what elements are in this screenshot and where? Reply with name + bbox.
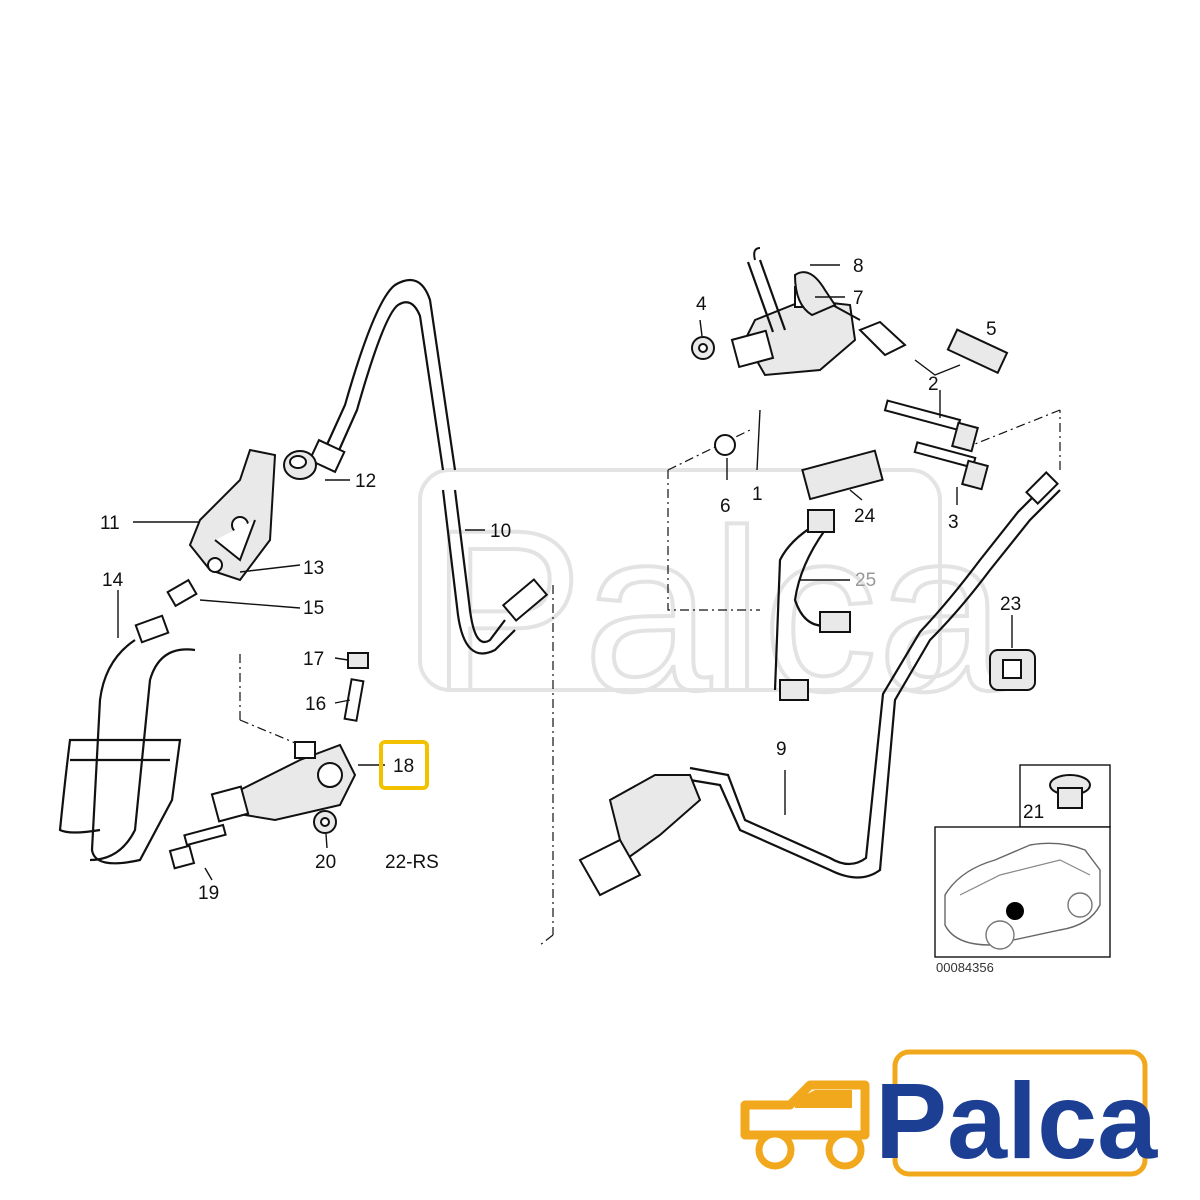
wiring-harness [773, 509, 851, 701]
label-16: 16 [305, 694, 326, 715]
leader-lines [117, 264, 1013, 881]
bleed-screw [343, 652, 369, 722]
highlight-box [379, 740, 429, 790]
part-labels: 4 8 7 5 2 3 1 6 24 25 23 9 10 12 11 13 1… [100, 256, 1021, 904]
clutch-switch [801, 449, 884, 501]
label-5: 5 [986, 319, 997, 340]
truck-icon [740, 1080, 870, 1170]
location-inset: 21 00084356 [934, 764, 1111, 975]
clevis-pin [858, 320, 1009, 375]
label-7: 7 [853, 288, 864, 309]
label-20: 20 [315, 852, 336, 873]
bolt [168, 823, 227, 870]
reservoir-cap [793, 271, 837, 317]
rubber-mount [989, 649, 1036, 691]
label-3: 3 [948, 512, 959, 533]
label-13: 13 [303, 558, 324, 579]
label-21: 21 [1023, 802, 1044, 823]
slave-cylinder [210, 741, 357, 823]
label-4: 4 [696, 294, 707, 315]
nut [313, 810, 337, 834]
hex-bolts [883, 399, 989, 491]
palca-logo: Palca [740, 1049, 1158, 1181]
master-cylinder [730, 247, 861, 377]
clutch-pipe-loop [58, 639, 196, 865]
label-6: 6 [720, 496, 731, 517]
clutch-pipe [689, 471, 1061, 879]
label-22-rs: 22-RS [385, 852, 439, 873]
label-15: 15 [303, 598, 324, 619]
label-24: 24 [854, 506, 876, 527]
hose-bracket [188, 448, 277, 582]
label-25: 25 [855, 570, 876, 591]
car-location-icon [944, 842, 1101, 950]
label-9: 9 [776, 739, 787, 760]
label-1: 1 [752, 484, 763, 505]
label-12: 12 [355, 471, 376, 492]
label-11: 11 [100, 513, 120, 534]
label-18: 18 [393, 756, 414, 777]
plug-icon [1049, 774, 1091, 809]
label-17: 17 [303, 649, 324, 670]
hose-boot [578, 774, 702, 897]
label-10: 10 [490, 521, 511, 542]
diagram-id: 00084356 [936, 960, 994, 975]
label-23: 23 [1000, 594, 1021, 615]
reference-lines [239, 409, 1061, 946]
brand-name: Palca [875, 1060, 1158, 1181]
o-ring [714, 434, 736, 456]
label-19: 19 [198, 883, 219, 904]
label-14: 14 [102, 570, 124, 591]
clutch-hose [308, 278, 549, 655]
grommet [283, 450, 317, 480]
label-2: 2 [928, 374, 939, 395]
label-8: 8 [853, 256, 864, 277]
fitting-connector [134, 578, 198, 644]
nut-washer [691, 336, 715, 360]
